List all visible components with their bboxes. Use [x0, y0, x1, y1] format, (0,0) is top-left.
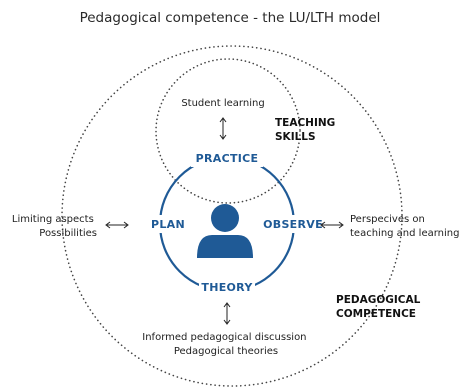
teaching-skills-label: TEACHING SKILLS — [275, 117, 339, 143]
pedagogical-competence-line-2: COMPETENCE — [336, 308, 416, 320]
up-down-arrow-icon-top — [219, 117, 227, 140]
plan-backdrop — [151, 215, 185, 233]
diagram-title: Pedagogical competence - the LU/LTH mode… — [80, 10, 381, 26]
left-label-2: Possibilities — [39, 228, 97, 239]
left-labels: Limiting aspects Possibilities — [12, 214, 97, 239]
bottom-label-1: Informed pedagogical discussion — [142, 332, 306, 343]
person-icon — [197, 204, 253, 258]
right-labels: Perspecives on teaching and learning — [350, 214, 459, 239]
right-label-2: teaching and learning — [350, 228, 459, 239]
observe-backdrop — [262, 215, 324, 233]
node-observe: OBSERVE — [263, 218, 323, 231]
bottom-labels: Informed pedagogical discussion Pedagogi… — [142, 332, 309, 357]
node-plan: PLAN — [151, 218, 185, 231]
up-down-arrow-icon-bottom — [223, 302, 231, 325]
left-right-arrow-icon-left — [105, 221, 129, 229]
node-practice: PRACTICE — [196, 152, 259, 165]
right-label-1: Perspecives on — [350, 214, 425, 225]
theory-backdrop — [199, 278, 255, 296]
teaching-skills-line-1: TEACHING — [275, 117, 335, 129]
teaching-skills-line-2: SKILLS — [275, 131, 316, 143]
pedagogical-competence-line-1: PEDAGOGICAL — [336, 294, 421, 306]
node-theory: THEORY — [201, 281, 253, 294]
left-label-1: Limiting aspects — [12, 214, 94, 225]
top-dotted-circle — [155, 58, 301, 204]
practice-backdrop — [191, 149, 263, 167]
pedagogical-competence-label: PEDAGOGICAL COMPETENCE — [336, 294, 424, 320]
left-right-arrow-icon-right — [320, 221, 344, 229]
outer-dotted-circle — [61, 45, 403, 387]
bottom-label-2: Pedagogical theories — [174, 346, 278, 357]
student-learning-label: Student learning — [181, 98, 264, 109]
